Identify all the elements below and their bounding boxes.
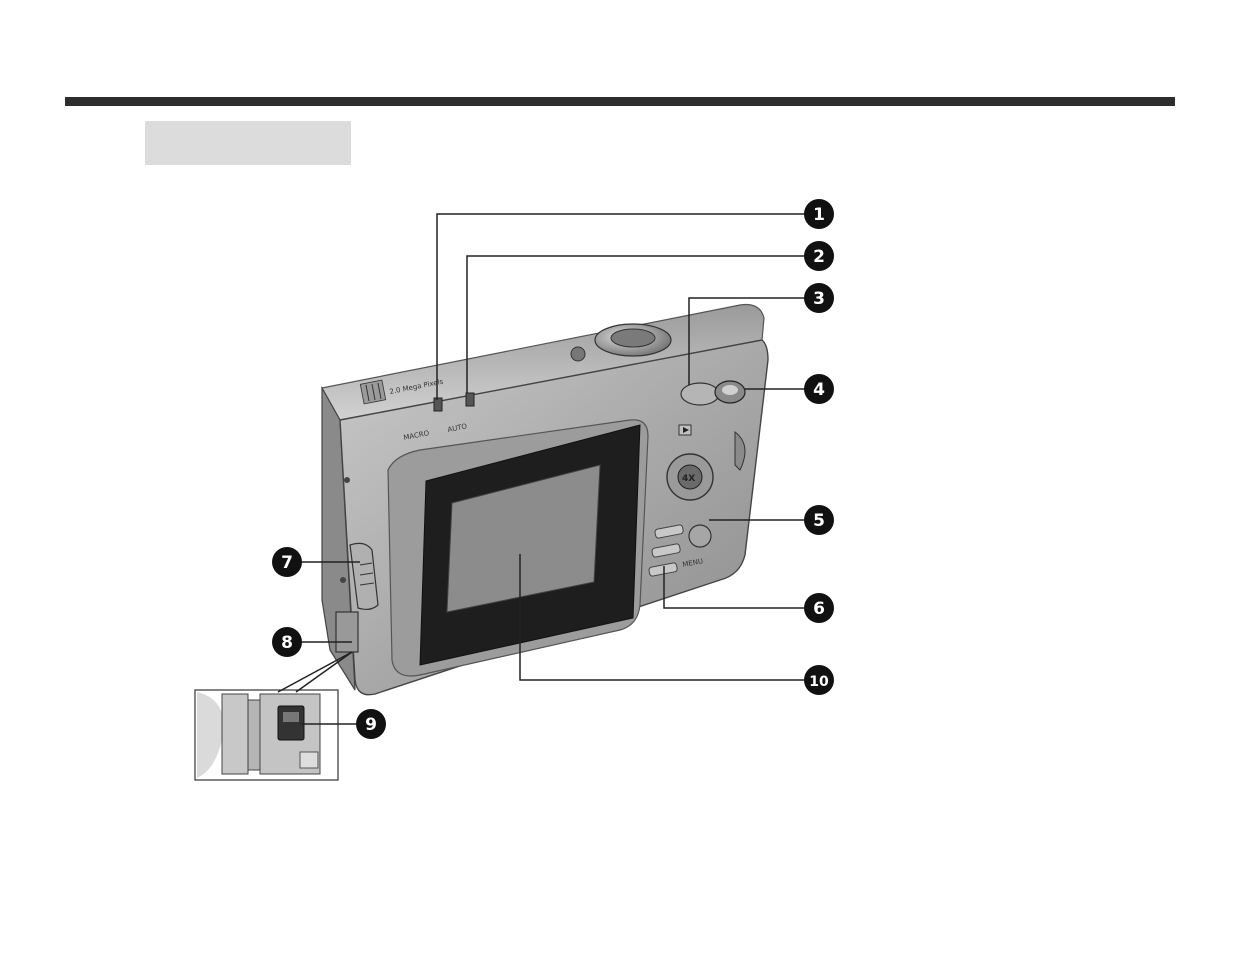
callout-8: 8 [272, 627, 302, 657]
svg-text:9: 9 [365, 715, 377, 735]
svg-text:5: 5 [813, 511, 825, 531]
svg-text:4: 4 [813, 380, 825, 400]
usb-cover [336, 612, 358, 652]
dpad-center-label: 4X [682, 474, 695, 484]
callout-4: 4 [804, 374, 834, 404]
callout-6: 6 [804, 593, 834, 623]
svg-text:2: 2 [813, 247, 825, 267]
mode-button [681, 383, 719, 405]
camera-body: 2.0 Mega Pixels MACRO AUTO 4X MENU [322, 305, 768, 695]
svg-text:1: 1 [813, 205, 825, 225]
callout-7: 7 [272, 547, 302, 577]
callout-10: 10 [804, 665, 834, 695]
usb-port-inset [195, 690, 338, 780]
callout-9: 9 [356, 709, 386, 739]
callout-1: 1 [804, 199, 834, 229]
callout-2: 2 [804, 241, 834, 271]
svg-text:8: 8 [281, 633, 293, 653]
ok-button [689, 525, 711, 547]
svg-text:10: 10 [809, 674, 829, 690]
callout-3: 3 [804, 283, 834, 313]
svg-text:7: 7 [281, 553, 293, 573]
macro-switch [434, 398, 442, 411]
svg-text:3: 3 [813, 289, 825, 309]
auto-switch [466, 393, 474, 406]
callout-5: 5 [804, 505, 834, 535]
svg-text:6: 6 [813, 599, 825, 619]
